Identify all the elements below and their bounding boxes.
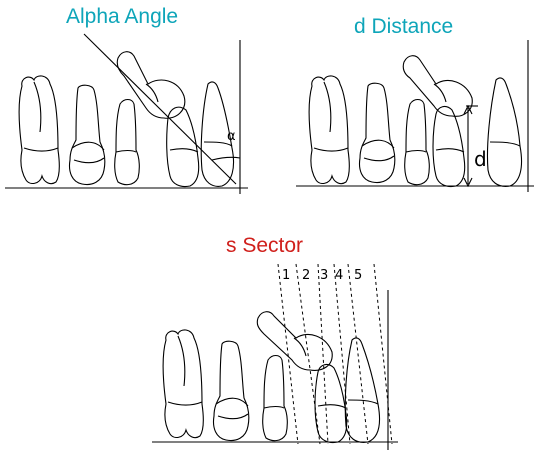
central-incisor-tooth [486,77,523,187]
sector-boundary-line [295,263,321,445]
alpha-angle-arc [211,156,241,161]
premolar-tooth [212,340,250,442]
lateral-incisor-tooth [314,363,348,444]
sector-boundary-line [347,263,369,445]
s-sector-panel: 1 2 3 4 5 [152,263,398,450]
sector-label-5: 5 [354,268,362,283]
sector-label-3: 3 [320,268,328,283]
alpha-angle-panel: α [5,33,248,194]
alpha-angle-title: Alpha Angle [66,5,179,28]
displaced-canine-tooth [116,51,186,119]
canine-axis-line [83,33,237,185]
s-sector-title: s Sector [226,234,304,257]
displaced-canine-tooth [402,55,473,117]
sector-boundary-line [277,263,299,445]
sector-boundary-line [333,263,351,445]
premolar-tooth [262,354,288,442]
molar-tooth [162,329,204,439]
displaced-canine-tooth [256,311,333,371]
d-distance-panel: d [296,40,534,192]
sector-label-4: 4 [335,268,343,283]
sector-label-1: 1 [282,268,290,283]
premolar-tooth [404,98,430,186]
d-distance-label: d [474,147,487,171]
sector-boundary-line [373,263,393,445]
premolar-tooth [68,84,106,186]
alpha-angle-label: α [227,129,236,144]
lateral-incisor-tooth [166,106,200,188]
molar-tooth [308,75,350,185]
sector-boundary-line [317,263,329,445]
sector-label-2: 2 [302,268,310,283]
premolar-tooth [358,82,396,184]
central-incisor-tooth [200,81,235,187]
premolar-tooth [114,98,140,186]
molar-tooth [18,75,60,185]
central-incisor-tooth [344,337,381,443]
d-distance-title: d Distance [354,15,454,38]
lateral-incisor-tooth [432,105,466,188]
